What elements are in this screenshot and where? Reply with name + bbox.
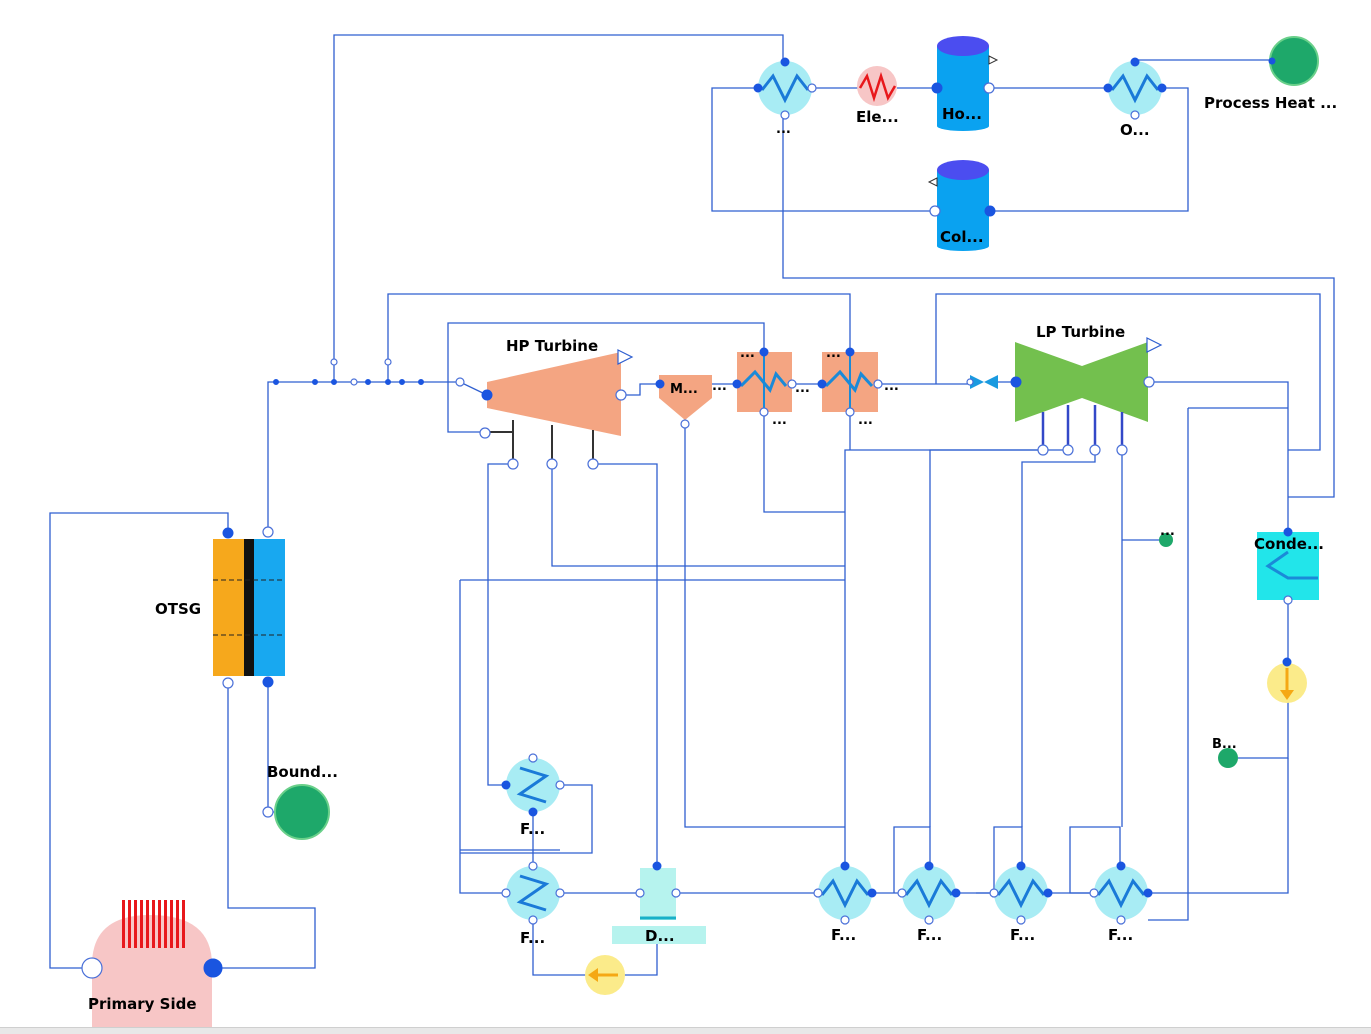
hx-zigzag-icon — [760, 73, 810, 104]
hx-zigzag-icon — [1096, 878, 1146, 909]
electric-heater-label: Ele... — [856, 108, 899, 126]
condenser-coil-icon — [1265, 550, 1318, 580]
heat-exchanger-top-right[interactable]: O... — [1103, 57, 1167, 139]
feed-pump[interactable] — [585, 955, 625, 995]
heat-exchanger-top-left[interactable]: ... — [753, 57, 817, 137]
primary-side-label: Primary Side — [88, 995, 197, 1013]
reheater-2[interactable]: ... ... — [817, 346, 883, 428]
fwh-2-label: F... — [917, 926, 942, 944]
condenser-label: Conde... — [1254, 535, 1324, 553]
process-heat-sink[interactable]: Process Heat ... — [1204, 36, 1337, 112]
fwh-3-label: F... — [1010, 926, 1035, 944]
connection-lines — [49, 34, 1335, 976]
fwh-4-label: F... — [1108, 926, 1133, 944]
small-sink-label: ... — [1160, 524, 1175, 539]
primary-side[interactable]: Primary Side — [81, 900, 223, 1028]
electric-heater[interactable]: Ele... — [856, 66, 899, 126]
hx-top-left-label: ... — [776, 122, 791, 137]
fuel-rods-icon — [122, 900, 185, 948]
hp-turbine-label: HP Turbine — [506, 337, 598, 355]
hp-turbine[interactable]: HP Turbine — [479, 337, 634, 470]
mid-dots-3: ... — [884, 379, 899, 394]
boundary-sink[interactable]: Bound... — [262, 763, 338, 840]
feedwater-heater-lower[interactable]: F... — [501, 861, 565, 947]
hot-tank[interactable]: Ho... — [931, 36, 999, 131]
heater-coil-icon — [858, 71, 897, 103]
feedwater-heater-upper[interactable]: F... — [501, 753, 565, 838]
cold-tank[interactable]: Col... — [927, 160, 996, 251]
hx-zigzag-icon — [996, 878, 1046, 909]
reheater-1-label: ... — [740, 346, 755, 361]
hx-zigzag-icon — [1110, 73, 1160, 104]
feedwater-heater-1[interactable]: F... — [813, 861, 877, 944]
condenser[interactable]: Conde... — [1254, 527, 1324, 605]
lp-turbine-label: LP Turbine — [1036, 323, 1125, 341]
hx-zigzag-icon — [904, 878, 954, 909]
fwh-upper-label: F... — [520, 820, 545, 838]
hx-zigzag-icon — [516, 874, 550, 912]
moisture-separator[interactable]: M... — [655, 375, 712, 429]
fwh-1-label: F... — [831, 926, 856, 944]
feedwater-heater-3[interactable]: F... — [989, 861, 1053, 944]
boundary-small[interactable]: B... — [1212, 737, 1238, 768]
reheater-1[interactable]: ... ... — [732, 346, 797, 428]
small-sink[interactable]: ... — [1159, 524, 1175, 547]
boundary-sink-label: Bound... — [267, 763, 338, 781]
control-valve[interactable] — [966, 375, 998, 389]
hot-tank-label: Ho... — [942, 105, 982, 123]
otsg[interactable]: OTSG — [155, 526, 285, 689]
boundary-small-label: B... — [1212, 737, 1237, 752]
reheater-coil-icon — [824, 369, 874, 393]
cold-tank-label: Col... — [940, 228, 984, 246]
condensate-pump[interactable] — [1267, 657, 1307, 703]
mid-dots-1: ... — [712, 379, 727, 394]
deaerator-label: D... — [645, 927, 675, 945]
deaerator[interactable]: D... — [612, 861, 706, 945]
pump-arrow-icon — [1280, 690, 1294, 700]
process-heat-label: Process Heat ... — [1204, 94, 1337, 112]
reheater-2-bottom-label: ... — [858, 413, 873, 428]
reheater-1-bottom-label: ... — [772, 413, 787, 428]
pump-arrow-icon — [588, 968, 598, 982]
reheater-2-label: ... — [826, 346, 841, 361]
status-bar — [0, 1027, 1371, 1034]
hx-zigzag-icon — [516, 766, 550, 804]
hx-zigzag-icon — [820, 878, 870, 909]
header-junctions — [273, 358, 465, 387]
reheater-coil-icon — [739, 369, 788, 393]
feedwater-heater-4[interactable]: F... — [1089, 861, 1153, 944]
lp-turbine[interactable]: LP Turbine — [1010, 323, 1163, 456]
moisture-separator-label: M... — [670, 382, 698, 397]
otsg-label: OTSG — [155, 600, 201, 618]
hx-top-right-label: O... — [1120, 121, 1150, 139]
feedwater-heater-2[interactable]: F... — [897, 861, 961, 944]
mid-dots-2: ... — [795, 381, 810, 396]
fwh-lower-label: F... — [520, 929, 545, 947]
